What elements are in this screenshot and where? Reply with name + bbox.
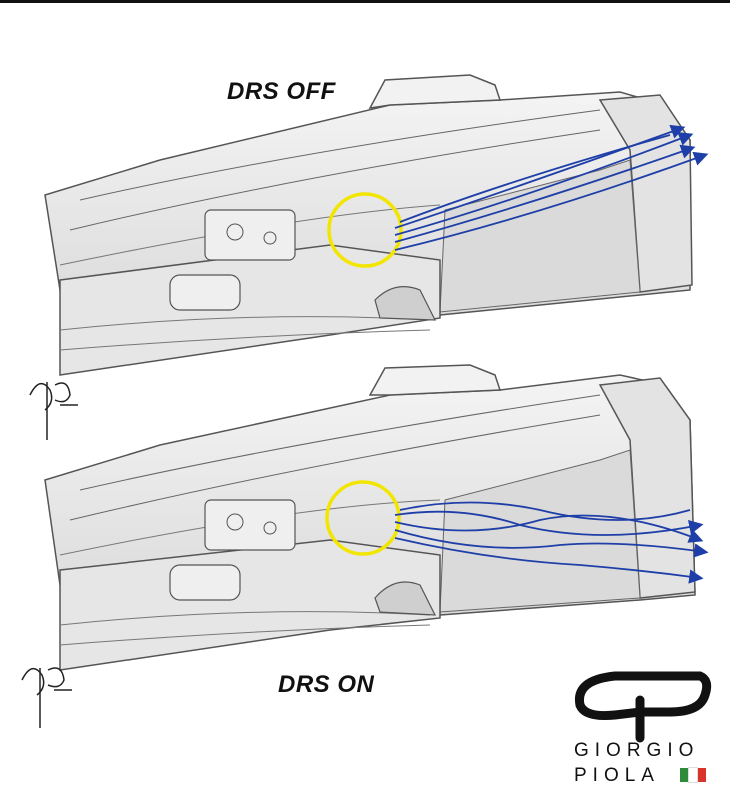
top-border — [0, 0, 730, 3]
airflow-lines-drs-off — [394, 124, 709, 251]
italian-flag-icon — [680, 767, 707, 783]
artist-signature-bottom — [21, 667, 72, 728]
caption-drs-on: DRS ON — [278, 671, 375, 698]
artist-signature-top — [29, 382, 78, 440]
wing-drawing-drs-on — [21, 364, 709, 728]
giorgio-piola-logo-mark — [574, 671, 712, 743]
highlight-circle-drs-off — [327, 192, 403, 268]
highlight-circle-drs-on — [325, 480, 401, 556]
flag-stripe-white — [688, 767, 698, 783]
wing-drawing-drs-off — [29, 74, 709, 440]
brand-name-last: PIOLA — [574, 765, 660, 786]
caption-drs-off: DRS OFF — [227, 78, 336, 105]
flag-stripe-red — [698, 768, 706, 782]
flag-stripe-green — [680, 768, 688, 782]
airflow-lines-drs-on — [394, 501, 709, 584]
brand-name-first: GIORGIO — [574, 740, 700, 761]
